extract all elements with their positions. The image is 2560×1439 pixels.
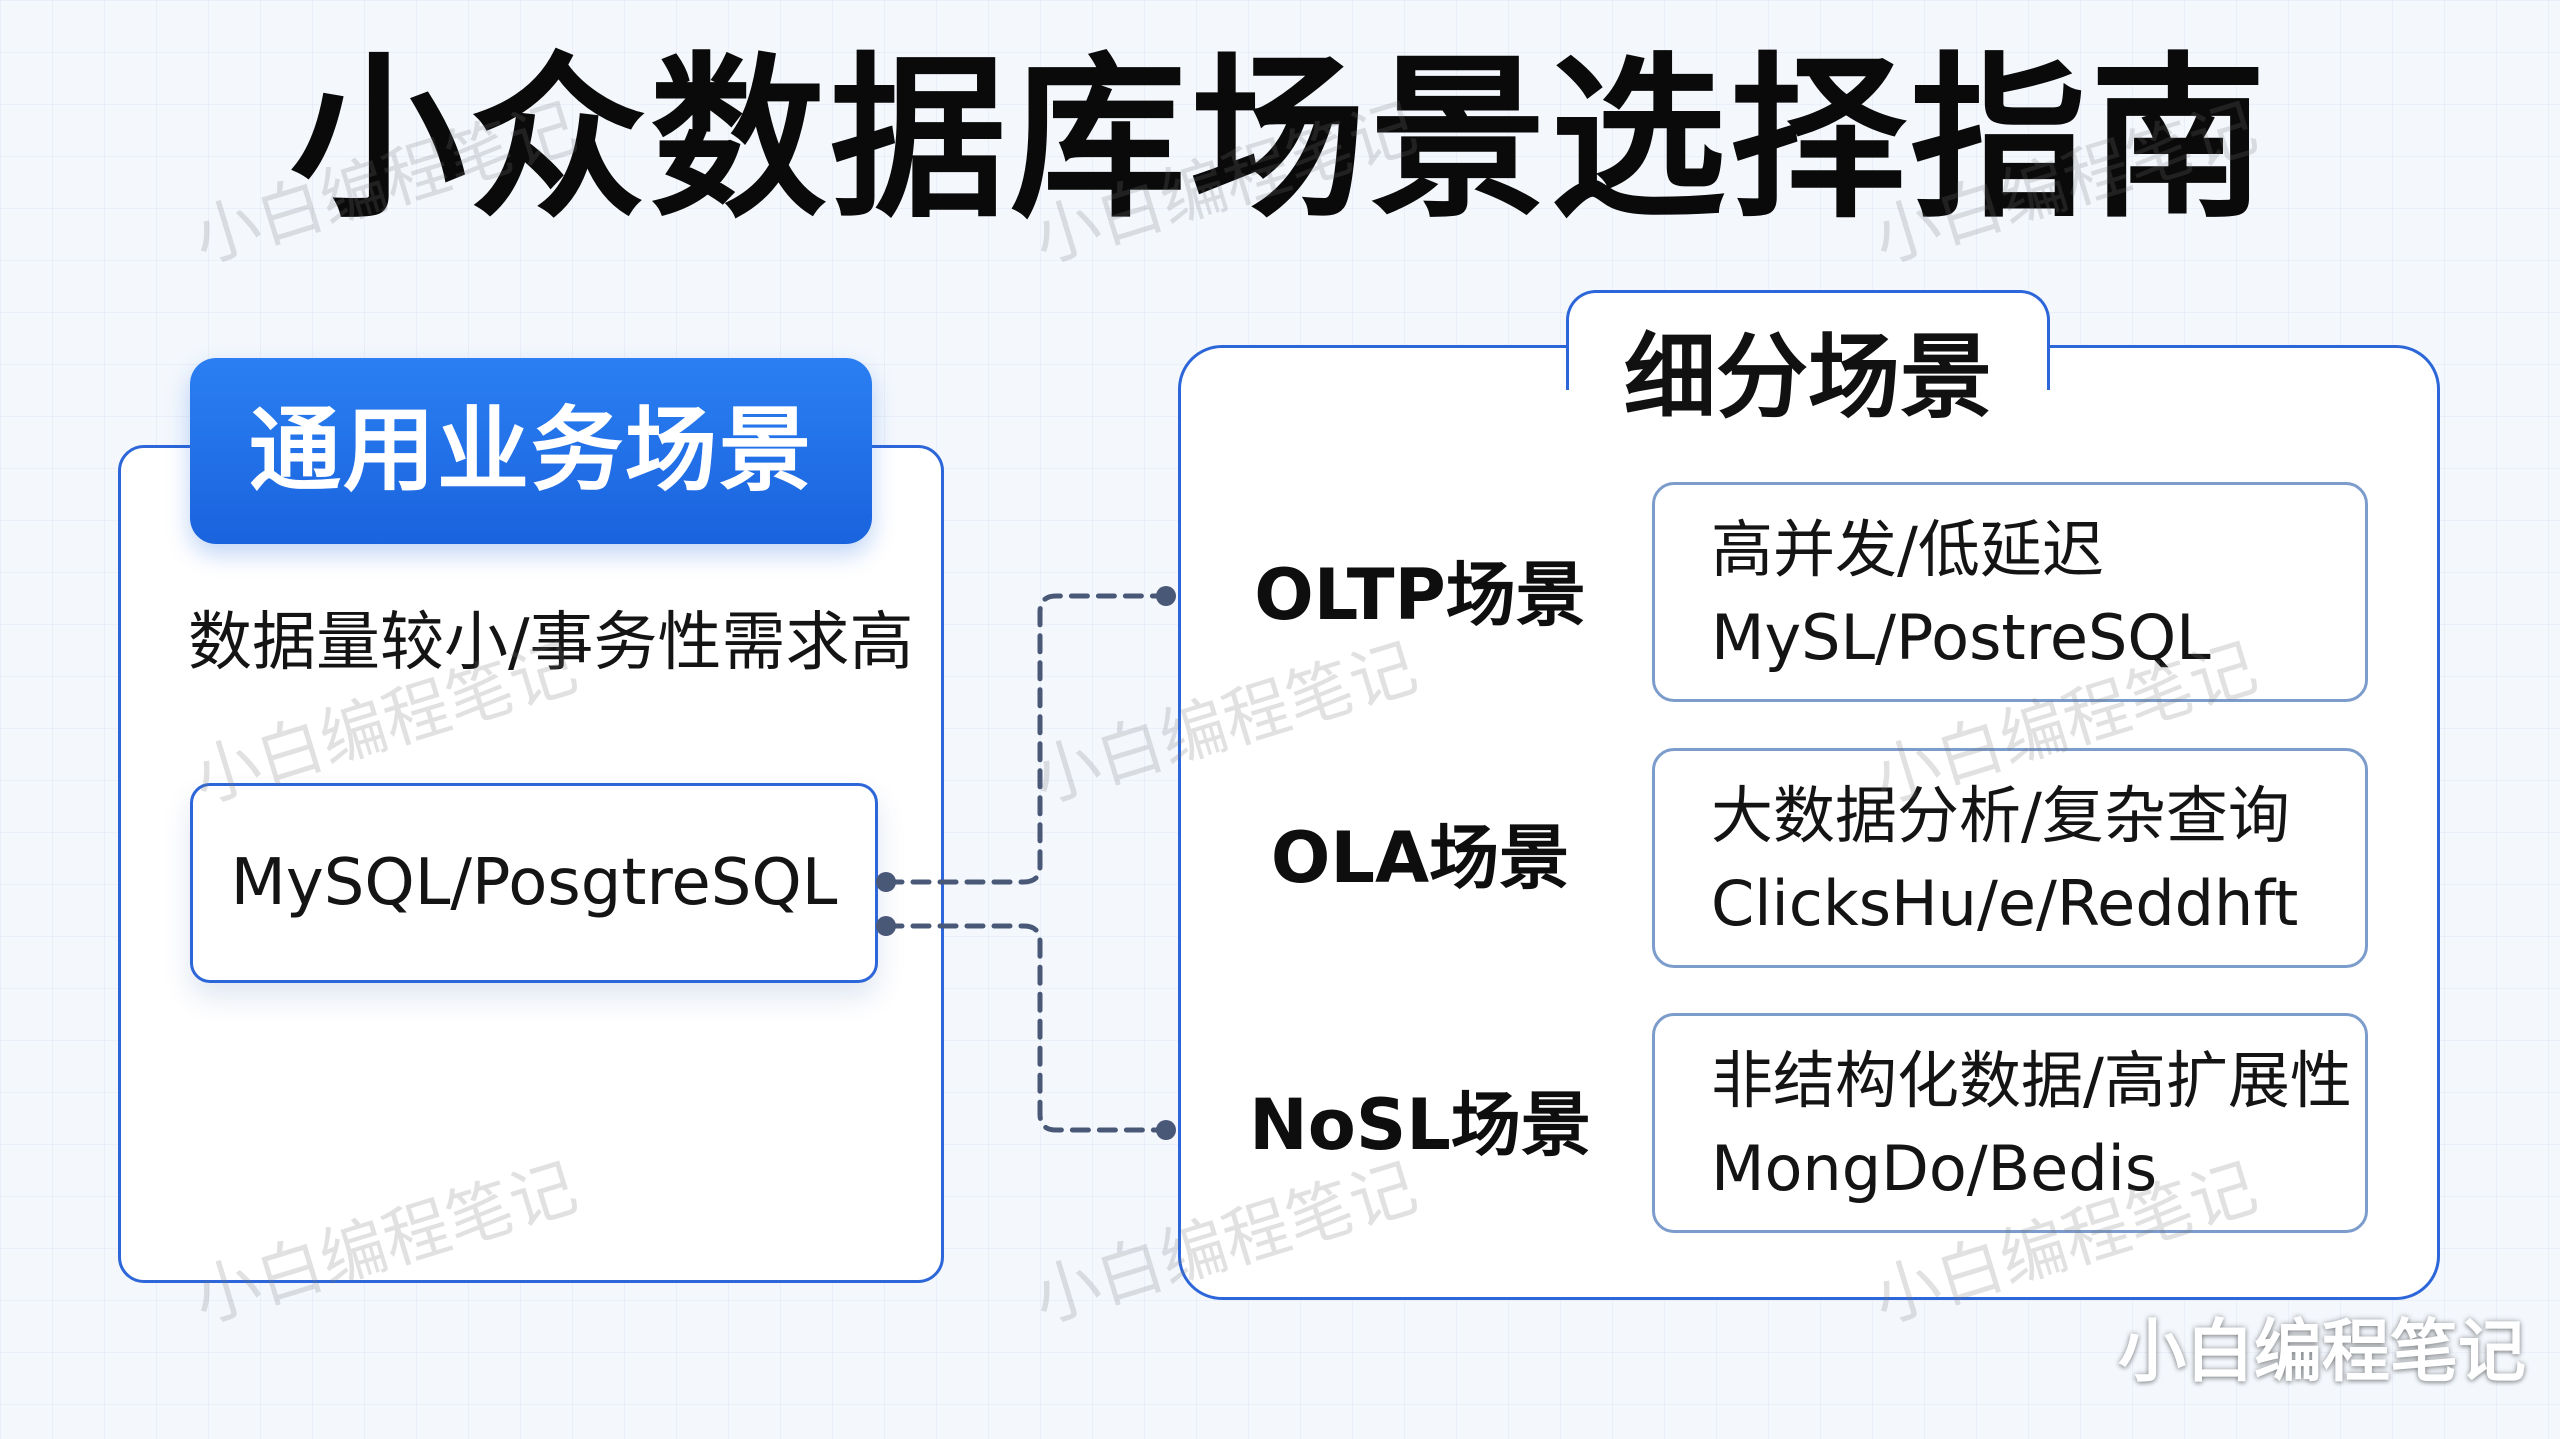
- oltp-scenario-need: 高并发/低延迟: [1711, 513, 2104, 586]
- olap-scenario-label: OLA场景: [1270, 817, 1570, 899]
- olap-scenario-databases: ClicksHu/e/Reddhft: [1711, 867, 2299, 940]
- nosql-scenario-need: 非结构化数据/高扩展性: [1711, 1044, 2352, 1117]
- corner-watermark: 小白编程笔记: [2117, 1313, 2526, 1392]
- nosql-scenario-box: 非结构化数据/高扩展性 MongDo/Bedis: [1652, 1013, 2368, 1233]
- nosql-scenario-databases: MongDo/Bedis: [1711, 1132, 2158, 1205]
- olap-scenario-need: 大数据分析/复杂查询: [1711, 779, 2290, 852]
- oltp-scenario-databases: MySL/PostreSQL: [1711, 601, 2211, 674]
- general-database-box: MySQL/PosgtreSQL: [190, 783, 878, 983]
- specialized-scenario-title: 细分场景: [1623, 324, 1992, 431]
- oltp-scenario-box: 高并发/低延迟 MySL/PostreSQL: [1652, 482, 2368, 702]
- connector-dot-oltp: [1156, 586, 1176, 606]
- nosql-scenario-label: NoSL场景: [1249, 1084, 1591, 1166]
- general-scenario-header: 通用业务场景: [190, 358, 872, 544]
- general-scenario-description: 数据量较小/事务性需求高: [188, 606, 914, 680]
- page-title: 小众数据库场景选择指南: [289, 37, 2270, 242]
- tab-joint: [1569, 340, 2047, 352]
- connector-dot-nosql: [1156, 1120, 1176, 1140]
- oltp-scenario-label: OLTP场景: [1254, 554, 1586, 636]
- olap-scenario-box: 大数据分析/复杂查询 ClicksHu/e/Reddhft: [1652, 748, 2368, 968]
